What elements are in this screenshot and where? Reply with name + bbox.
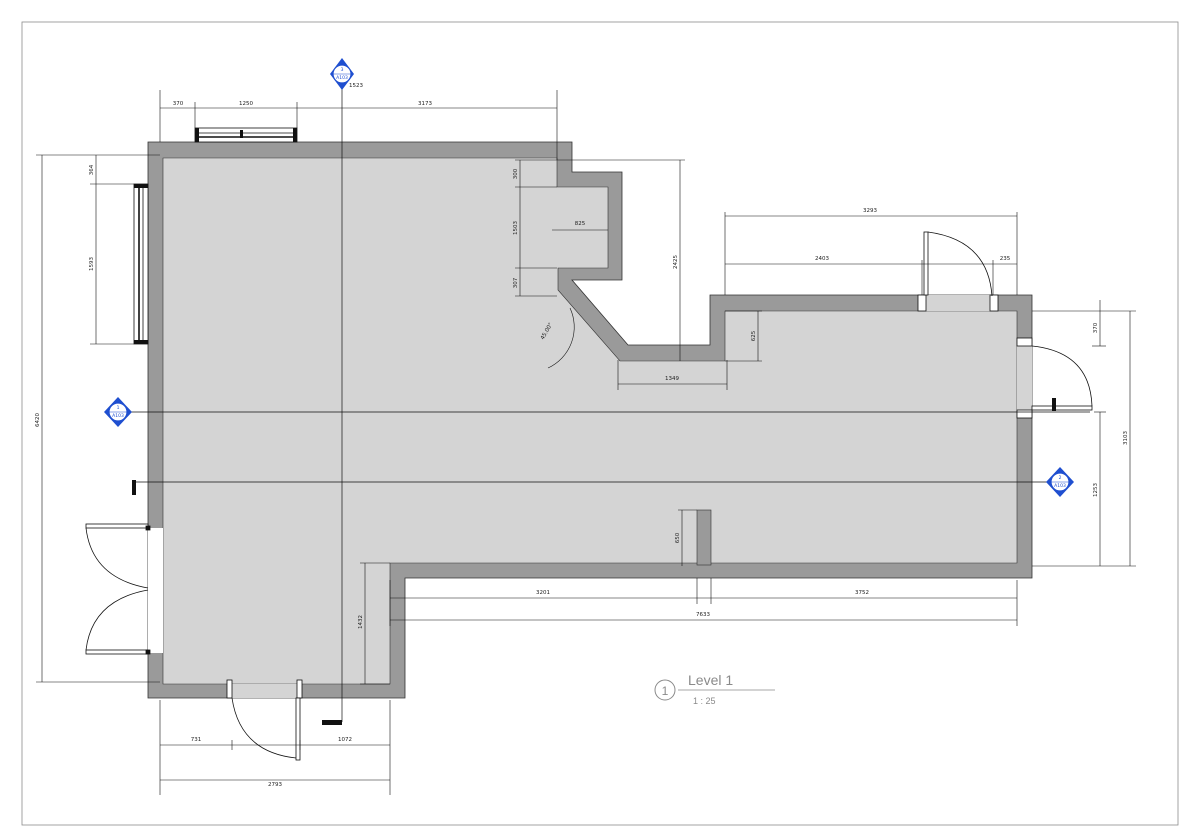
dim-base-overall: 2793 bbox=[268, 782, 282, 788]
section-marker-3[interactable]: 3 A103 bbox=[330, 58, 354, 90]
bottom-door bbox=[226, 679, 303, 761]
view-title: 1 Level 1 1 : 25 bbox=[654, 672, 775, 706]
dim-step-width: 1349 bbox=[665, 376, 679, 382]
section-lines bbox=[130, 80, 1090, 722]
dim-notch-inner: 825 bbox=[575, 221, 586, 227]
dim-notch-top: 300 bbox=[513, 168, 519, 179]
top-window bbox=[194, 127, 298, 143]
dim-left-window: 1593 bbox=[89, 257, 95, 271]
dim-notch-height: 2425 bbox=[673, 255, 679, 269]
view-title-text: Level 1 bbox=[688, 672, 733, 688]
dim-left-overall: 6420 bbox=[35, 413, 41, 427]
section-marker-3-label: A103 bbox=[336, 75, 348, 81]
dim-top-window: 1250 bbox=[239, 101, 253, 107]
section-marker-1-label: A103 bbox=[112, 413, 124, 419]
right-door bbox=[1016, 337, 1093, 419]
view-scale: 1 : 25 bbox=[693, 696, 716, 706]
view-number: 1 bbox=[662, 684, 669, 698]
dim-step-height: 625 bbox=[751, 330, 757, 341]
dim-top-right: 3173 bbox=[418, 101, 432, 107]
dim-right-inner: 2403 bbox=[815, 256, 829, 262]
dim-right-lower: 1253 bbox=[1093, 483, 1099, 497]
dim-partition-height: 650 bbox=[675, 532, 681, 543]
dim-top-short: 1523 bbox=[349, 83, 363, 89]
dim-notch-bottom: 307 bbox=[513, 277, 519, 288]
section-marker-2[interactable]: 2 A103 bbox=[1046, 467, 1074, 497]
dim-top-left: 370 bbox=[173, 101, 184, 107]
view-number-circle bbox=[654, 679, 676, 701]
dim-bottom-left-run: 3201 bbox=[536, 590, 550, 596]
dim-right-door: 235 bbox=[1000, 256, 1011, 262]
section-marker-3-number: 3 bbox=[341, 67, 344, 73]
dim-lower-left-height: 1432 bbox=[358, 615, 364, 629]
dim-base-left: 731 bbox=[191, 737, 202, 743]
left-wall-mark bbox=[132, 480, 136, 495]
section-marker-2-number: 2 bbox=[1059, 475, 1062, 481]
building-plan bbox=[85, 127, 1093, 761]
section-marker-1-number: 1 bbox=[117, 405, 120, 411]
dim-base-right: 1072 bbox=[338, 737, 352, 743]
dim-right-overall: 3293 bbox=[863, 208, 877, 214]
left-double-door bbox=[85, 523, 163, 655]
top-right-door bbox=[917, 231, 999, 312]
dim-bottom-overall: 7633 bbox=[696, 612, 710, 618]
bottom-mark bbox=[322, 720, 342, 725]
dim-right-overall-height: 3103 bbox=[1123, 431, 1129, 445]
dimension-lines bbox=[36, 90, 1136, 795]
section-marker-1[interactable]: 1 A103 bbox=[104, 397, 132, 427]
right-mark bbox=[1052, 398, 1056, 411]
section-marker-2-label: A103 bbox=[1054, 483, 1066, 489]
dim-notch-mid: 1503 bbox=[513, 221, 519, 235]
dimension-labels: 370 1250 3173 1523 364 1593 6420 300 150… bbox=[35, 83, 1129, 788]
dim-left-top: 364 bbox=[89, 164, 95, 175]
partition-wall bbox=[696, 509, 712, 566]
dim-bottom-right-run: 3752 bbox=[855, 590, 869, 596]
dim-right-top: 370 bbox=[1093, 322, 1099, 333]
left-window bbox=[133, 183, 149, 345]
